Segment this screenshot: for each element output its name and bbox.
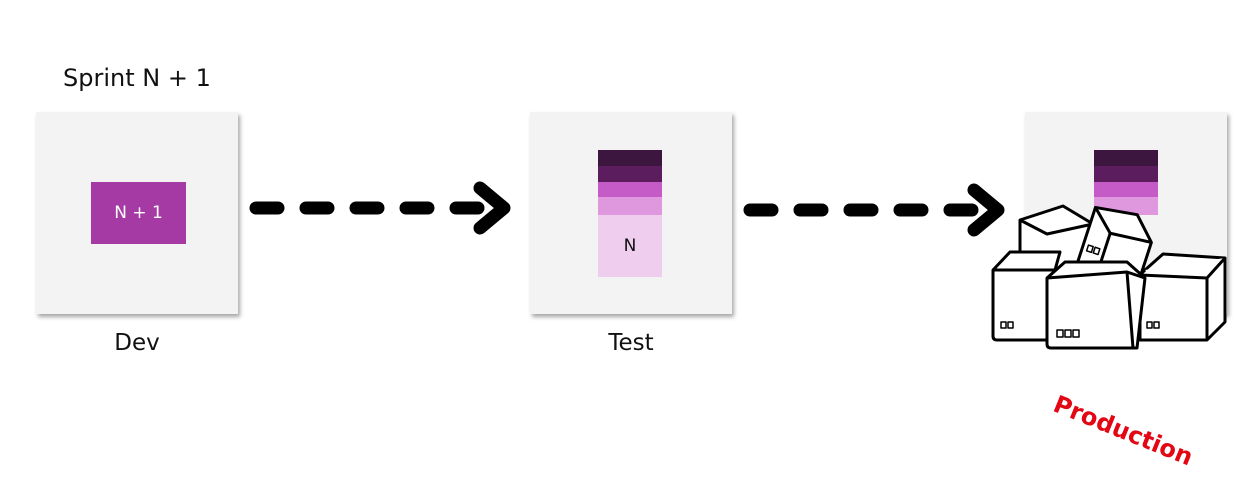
release-layer <box>598 182 662 197</box>
increment-block: N + 1 <box>91 182 186 244</box>
release-layer <box>598 166 662 182</box>
dev-label: Dev <box>114 330 160 356</box>
release-layer <box>598 150 662 166</box>
dashed-arrow-icon <box>743 183 1005 237</box>
release-stack <box>1094 150 1158 215</box>
test-label: Test <box>608 330 654 356</box>
dashed-arrow-icon <box>249 181 511 235</box>
production-label: Production <box>1049 390 1197 472</box>
base-release-layer: N <box>598 215 662 277</box>
release-layer <box>1094 166 1158 182</box>
release-layer <box>1094 150 1158 166</box>
release-stack: N <box>598 150 662 277</box>
box-pile-icon <box>991 204 1227 350</box>
release-layer <box>1094 182 1158 197</box>
release-layer <box>598 197 662 215</box>
sprint-title: Sprint N + 1 <box>63 64 211 92</box>
